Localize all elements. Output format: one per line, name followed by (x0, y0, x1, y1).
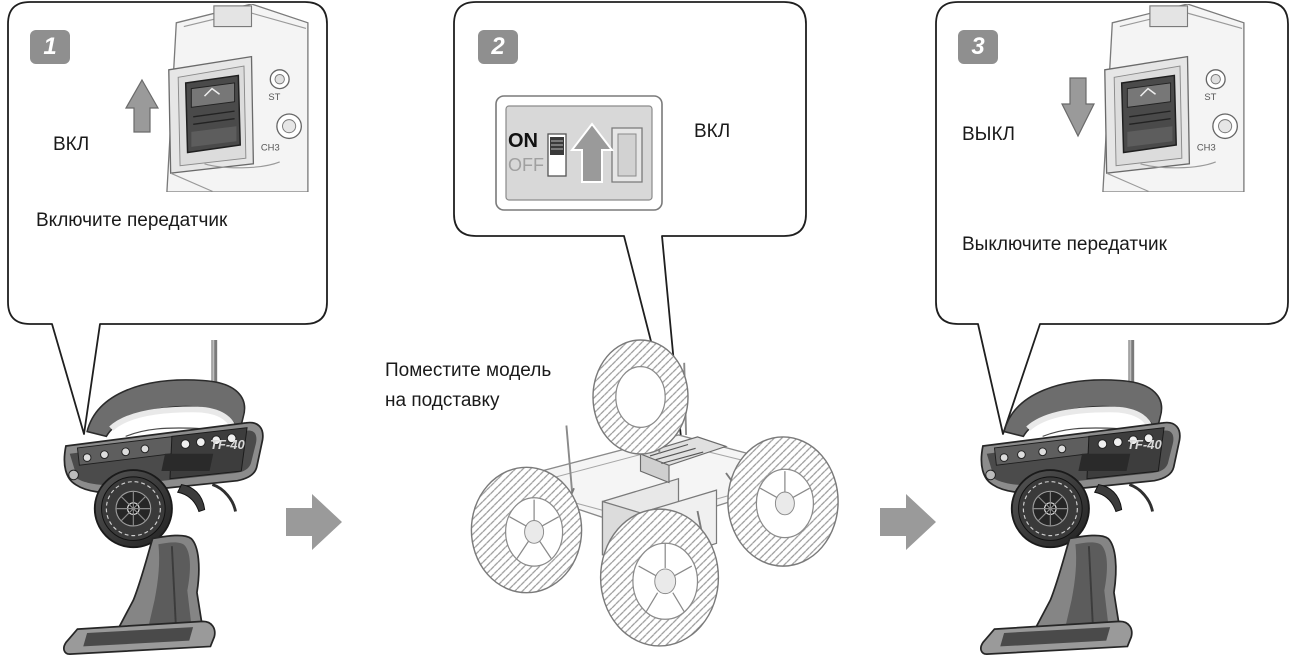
instruction-text: Выключите передатчик (962, 234, 1167, 255)
state-label-off: ВЫКЛ (962, 124, 1016, 145)
switch-up-arrow-icon (124, 78, 160, 133)
rc-monster-truck-icon (470, 339, 840, 647)
state-label-on: ВКЛ (53, 134, 90, 155)
next-step-arrow-icon (880, 494, 936, 550)
model-caption-line1: Поместите модель (385, 360, 552, 381)
instruction-text: Включите передатчик (36, 210, 228, 231)
step-number-badge: 2 (478, 30, 518, 64)
transmitter-switch-closeup-icon (166, 4, 309, 192)
state-label-on: ВКЛ (694, 121, 731, 142)
step-number-badge: 1 (30, 30, 70, 64)
transmitter-switch-closeup-icon (1102, 4, 1245, 192)
switch-down-arrow-icon (1061, 77, 1095, 138)
switch-off-label: OFF (508, 155, 544, 175)
transmitter-brand-label: TF-40 (210, 437, 245, 452)
switch-up-arrow-icon (569, 122, 615, 183)
step-number-badge: 3 (958, 30, 998, 64)
pistol-grip-transmitter-icon (64, 340, 263, 654)
next-step-arrow-icon (286, 494, 342, 550)
switch-on-label: ON (508, 130, 538, 152)
model-power-switch-icon (495, 95, 663, 211)
transmitter-brand-label: TF-40 (1127, 437, 1162, 452)
model-caption-line2: на подставку (385, 390, 500, 411)
